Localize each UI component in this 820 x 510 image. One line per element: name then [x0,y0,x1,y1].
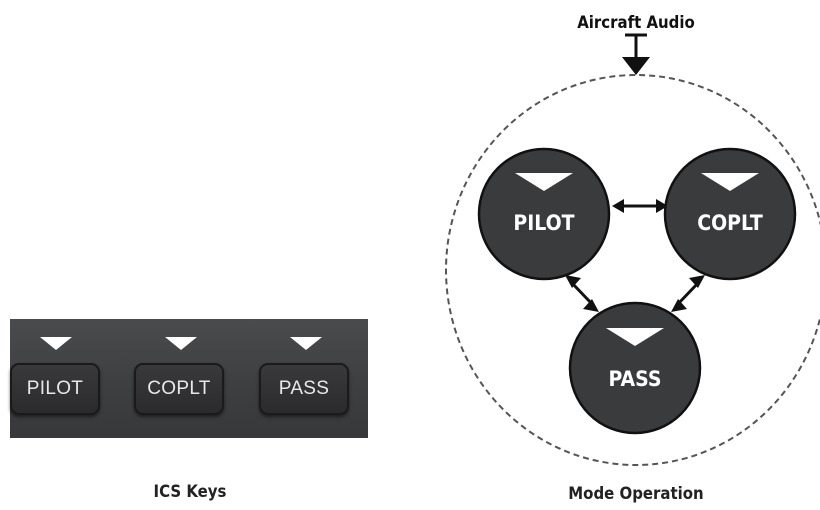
pilot-coplt-link-arrow-icon [612,199,668,213]
coplt-mode-node: COPLT [663,147,797,281]
pilot-pass-link-arrow-icon [565,275,599,312]
coplt-indicator-icon [165,337,197,350]
coplt-key-button[interactable]: COPLT [134,363,224,415]
audio-input-arrow-icon [622,33,650,75]
pass-mode-indicator-icon [606,328,664,346]
aircraft-audio-label: Aircraft Audio [577,12,695,32]
pass-mode-node: PASS [568,301,702,435]
pilot-mode-node: PILOT [477,147,611,281]
pilot-mode-label: PILOT [513,210,575,235]
pilot-mode-indicator-icon [515,173,573,191]
mode-operation-caption: Mode Operation [568,483,703,503]
coplt-mode-label: COPLT [697,210,763,235]
pass-key-button[interactable]: PASS [259,363,349,415]
pass-indicator-icon [290,337,322,350]
pass-mode-label: PASS [608,366,661,391]
coplt-pass-link-arrow-icon [671,275,705,312]
coplt-mode-indicator-icon [701,173,759,191]
ics-keys-caption: ICS Keys [153,482,227,502]
ics-key-panel: PILOT COPLT PASS [10,319,368,438]
pilot-key-button[interactable]: PILOT [10,363,100,415]
pilot-indicator-icon [40,337,72,350]
mode-boundary-ring [445,74,820,466]
